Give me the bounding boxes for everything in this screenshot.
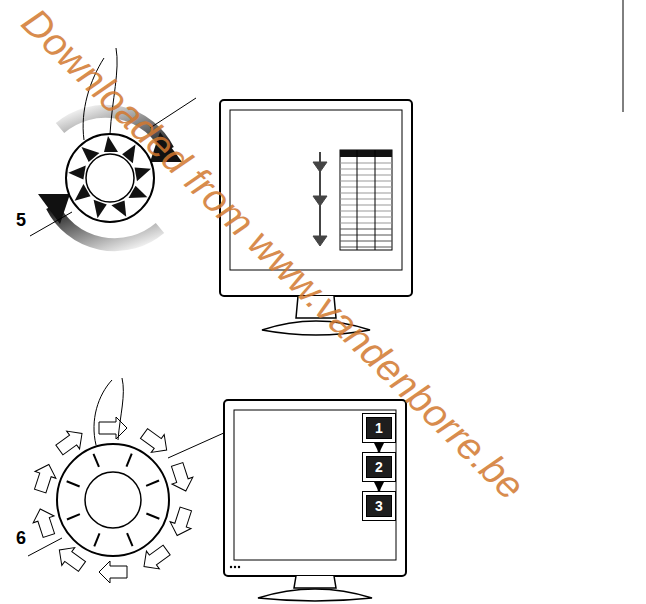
- monitor: [224, 400, 406, 601]
- step-box: 3: [366, 495, 392, 517]
- step-box: 2: [366, 456, 392, 478]
- step-number: 2: [375, 459, 383, 475]
- step-arrow: [378, 482, 381, 491]
- callout-number: 6: [16, 528, 26, 549]
- step-number: 3: [375, 498, 383, 514]
- step-box: 1: [366, 417, 392, 439]
- margin-rule: [623, 0, 624, 112]
- callout-number: 5: [16, 210, 26, 231]
- scroll-wheel: [28, 378, 226, 583]
- step-arrow: [378, 443, 381, 452]
- step-number: 1: [375, 420, 383, 436]
